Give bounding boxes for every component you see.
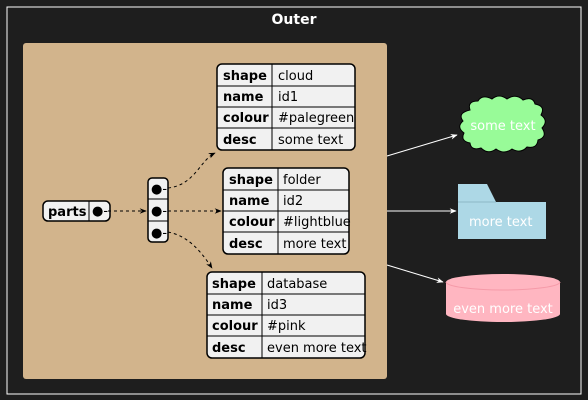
table-key: colour	[229, 215, 275, 230]
table-folder: shape folder name id2 colour #lightblue …	[222, 167, 351, 255]
table-key: colour	[212, 319, 258, 334]
table-key: name	[212, 298, 253, 313]
table-key: name	[223, 90, 264, 105]
folder-label: more text	[469, 215, 532, 230]
database-shape: even more text	[445, 274, 561, 322]
list-node: ●- ●- ●-	[147, 177, 169, 243]
table-value: more text	[283, 237, 346, 252]
table-value: #pink	[267, 319, 306, 334]
table-value: some text	[278, 133, 343, 148]
frame-title: Outer	[272, 12, 317, 28]
table-value: cloud	[278, 69, 313, 84]
root-node: parts ●-	[42, 200, 111, 222]
table-value: #lightblue	[283, 215, 351, 230]
table-key: desc	[229, 237, 263, 252]
table-value: id3	[267, 298, 287, 313]
table-database: shape database name id3 colour #pink des…	[206, 271, 367, 359]
table-key: colour	[223, 111, 269, 126]
table-key: desc	[212, 341, 246, 356]
table-key: shape	[229, 173, 273, 188]
arrow-to-table-1	[167, 152, 216, 189]
table-key: name	[229, 194, 270, 209]
cloud-label: some text	[470, 119, 535, 134]
list-dot-3: ●-	[151, 226, 167, 241]
table-value: even more text	[267, 341, 367, 356]
table-value: folder	[283, 173, 321, 188]
table-key: desc	[223, 133, 257, 148]
table-value: database	[267, 277, 327, 292]
table-key: shape	[212, 277, 256, 292]
outer-frame	[6, 6, 582, 395]
arrow-to-cloud	[386, 134, 458, 157]
root-dot: ●-	[92, 204, 108, 219]
database-label: even more text	[453, 302, 553, 317]
table-cloud: shape cloud name id1 colour #palegreen d…	[216, 63, 356, 151]
table-key: shape	[223, 69, 267, 84]
table-value: id1	[278, 90, 298, 105]
list-dot-2: ●-	[151, 204, 167, 219]
arrow-to-database	[386, 264, 444, 283]
folder-shape: more text	[458, 184, 546, 239]
cloud-shape: some text	[459, 95, 546, 153]
list-dot-1: ●-	[151, 182, 167, 197]
table-value: #palegreen	[278, 111, 354, 126]
root-label: parts	[48, 205, 87, 220]
table-value: id2	[283, 194, 303, 209]
